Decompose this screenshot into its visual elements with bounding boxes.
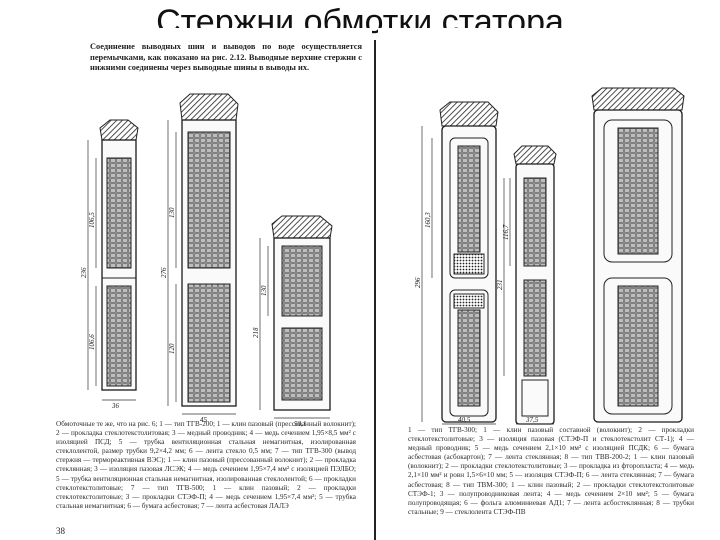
dim-label: 116,7 bbox=[502, 224, 510, 240]
left-dimensions: 236 106,5 106,6 276 130 120 218 130 50,1… bbox=[80, 120, 330, 428]
dim-label: 236 bbox=[80, 267, 88, 278]
stator-bar-4 bbox=[439, 101, 499, 423]
page-number: 38 bbox=[56, 526, 65, 536]
dim-label: 276 bbox=[160, 267, 168, 278]
dim-label: 218 bbox=[252, 327, 260, 338]
page-divider bbox=[374, 40, 376, 540]
left-drawing: 236 106,5 106,6 276 130 120 218 130 50,1… bbox=[80, 93, 333, 428]
dim-label: 36 bbox=[111, 402, 120, 410]
right-page: 296 160,3 231 116,7 37,5 40,5 1 — тип ТГ… bbox=[378, 28, 698, 540]
dim-label: 45 bbox=[200, 416, 208, 424]
dim-label: 106,6 bbox=[88, 334, 96, 350]
right-dimensions: 296 160,3 231 116,7 37,5 40,5 bbox=[414, 126, 554, 425]
dim-label: 106,5 bbox=[88, 212, 96, 228]
dim-label: 231 bbox=[496, 280, 504, 291]
dim-label: 296 bbox=[414, 277, 422, 288]
left-caption: Обмоточные те же, что на рис. 6; 1 — тип… bbox=[56, 420, 356, 510]
dim-label: 120 bbox=[168, 343, 176, 354]
intro-text: Соединение выводных шин и выводов по вод… bbox=[90, 42, 362, 73]
dim-label: 130 bbox=[168, 207, 176, 218]
stator-bar-6 bbox=[591, 87, 685, 423]
dim-label: 50,1 bbox=[294, 420, 306, 428]
right-drawing: 296 160,3 231 116,7 37,5 40,5 bbox=[414, 87, 685, 425]
dim-label: 40,5 bbox=[458, 416, 471, 424]
stator-bar-5 bbox=[513, 145, 557, 425]
right-caption: 1 — тип ТГВ-300; 1 — клин пазовый состав… bbox=[408, 426, 694, 516]
stator-bar-1 bbox=[99, 119, 139, 391]
dim-label: 130 bbox=[260, 285, 268, 296]
dim-label: 160,3 bbox=[424, 212, 432, 228]
stator-bar-2 bbox=[179, 93, 239, 407]
stator-bar-3 bbox=[271, 215, 333, 411]
dim-label: 37,5 bbox=[525, 416, 539, 424]
left-page: Соединение выводных шин и выводов по вод… bbox=[50, 28, 372, 540]
